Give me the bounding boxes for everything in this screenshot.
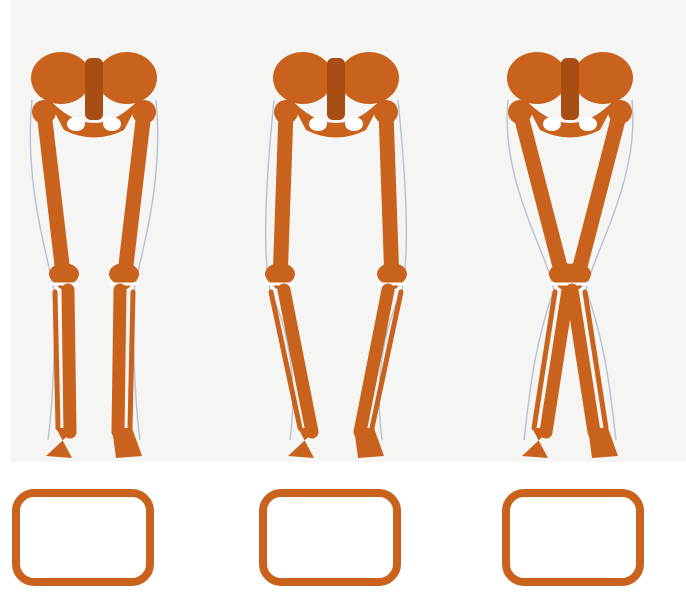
bowed-alignment-sacrum — [327, 58, 345, 120]
knock-kneed-alignment-tibia-left — [546, 290, 568, 432]
bowed-alignment-knee-right — [377, 263, 407, 285]
normal-alignment-femoral-head-right — [132, 100, 156, 124]
normal-alignment-femoral-head-left — [32, 100, 56, 124]
knock-kneed-alignment-foot-right — [588, 428, 618, 458]
normal-alignment-obturator-left — [67, 117, 85, 131]
bowed-alignment-pelvis-right — [339, 52, 399, 104]
normal-alignment-fibula-right — [130, 292, 133, 428]
knock-kneed-alignment-femoral-head-left — [508, 100, 532, 124]
normal-alignment-pelvis-left — [31, 52, 91, 104]
bowed-alignment-femur-right — [386, 112, 392, 282]
bowed-alignment-knee-left — [265, 263, 295, 285]
bowed-alignment-pelvis-left — [273, 52, 333, 104]
knock-kneed-alignment-skeleton — [507, 52, 633, 458]
normal-alignment-tibia-right — [118, 290, 120, 432]
knock-kneed-alignment-obturator-left — [543, 117, 561, 131]
knock-kneed-alignment-knee-right — [561, 263, 591, 285]
skeleton-figure — [10, 0, 686, 462]
bowed-alignment-femoral-head-right — [374, 100, 398, 124]
skeleton-diagram — [10, 0, 686, 462]
answer-box-2[interactable] — [259, 489, 401, 586]
knock-kneed-alignment-sacrum — [561, 58, 579, 120]
normal-alignment-pelvis-right — [97, 52, 157, 104]
normal-alignment-tibia-left — [68, 290, 70, 432]
bowed-alignment-obturator-left — [309, 117, 327, 131]
normal-alignment-skeleton — [30, 52, 157, 458]
normal-alignment-knee-right — [109, 263, 139, 285]
knock-kneed-alignment-femur-left — [520, 112, 564, 282]
knock-kneed-alignment-pelvis-left — [507, 52, 567, 104]
bowed-alignment-skeleton — [265, 52, 407, 458]
bowed-alignment-obturator-right — [345, 117, 363, 131]
normal-alignment-knee-left — [49, 263, 79, 285]
bowed-alignment-femoral-head-left — [274, 100, 298, 124]
normal-alignment-sacrum — [85, 58, 103, 120]
knock-kneed-alignment-tibia-right — [572, 290, 594, 432]
normal-alignment-obturator-right — [103, 117, 121, 131]
normal-alignment-fibula-left — [55, 292, 58, 428]
bowed-alignment-femur-left — [280, 112, 286, 282]
answer-box-1[interactable] — [12, 489, 154, 586]
knock-kneed-alignment-femoral-head-right — [608, 100, 632, 124]
answer-box-3[interactable] — [502, 489, 644, 586]
knock-kneed-alignment-femur-right — [576, 112, 620, 282]
knock-kneed-alignment-obturator-right — [579, 117, 597, 131]
knock-kneed-alignment-pelvis-right — [573, 52, 633, 104]
bowed-alignment-foot-right — [354, 428, 384, 458]
normal-alignment-foot-right — [112, 428, 142, 458]
